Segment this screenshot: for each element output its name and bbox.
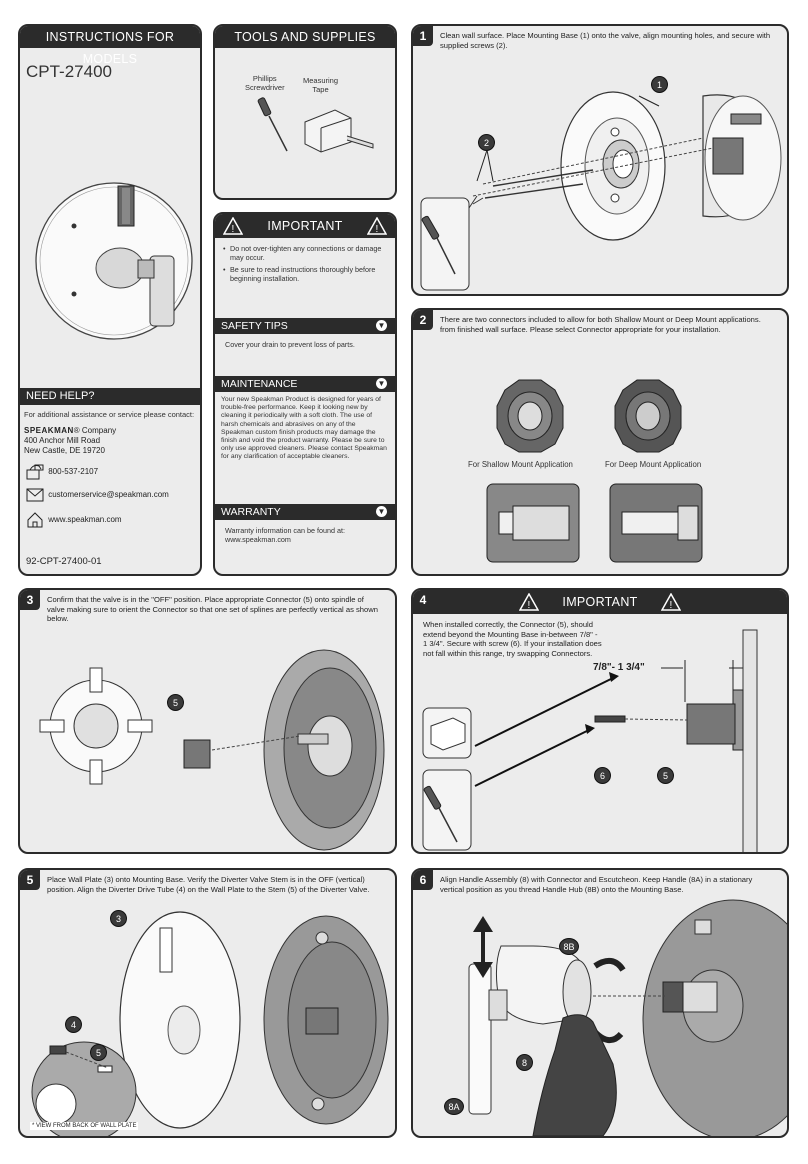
- important-panel: ! IMPORTANT ! Do not over-tighten any co…: [213, 212, 397, 576]
- dimension-label: 7/8"- 1 3/4": [593, 662, 645, 673]
- email-row: customerservice@speakman.com: [26, 488, 169, 502]
- callout-8: 8: [516, 1054, 533, 1071]
- deep-label: For Deep Mount Application: [605, 460, 702, 469]
- need-help-header: NEED HELP?: [20, 388, 200, 405]
- warning-icon: !: [223, 217, 243, 235]
- address-line2: New Castle, DE 19720: [24, 446, 105, 455]
- phone-row: 800-537-2107: [26, 464, 98, 480]
- shallow-section-illustration: [486, 483, 580, 563]
- safety-text: Cover your drain to prevent loss of part…: [225, 340, 355, 349]
- step-number: 4: [419, 593, 427, 607]
- instructions-header: INSTRUCTIONS FOR MODELS: [20, 26, 200, 66]
- screwdriver-icon: [257, 97, 288, 152]
- warning-icon: !: [661, 593, 681, 611]
- warning-icon: !: [367, 217, 387, 235]
- shallow-label: For Shallow Mount Application: [468, 460, 573, 469]
- chevron-down-icon: ▼: [376, 378, 387, 389]
- svg-text:!: !: [527, 600, 530, 611]
- step-text: Confirm that the valve is in the "OFF" p…: [47, 595, 378, 624]
- step-text: When installed correctly, the Connector …: [423, 620, 602, 658]
- step1-panel: 1 Clean wall surface. Place Mounting Bas…: [411, 24, 789, 296]
- step1-illustration: [420, 91, 782, 291]
- deep-connector-illustration: [614, 379, 682, 453]
- step2-panel: 2 There are two connectors included to a…: [411, 308, 789, 576]
- step6-panel: 6 Align Handle Assembly (8) with Connect…: [411, 868, 789, 1138]
- callout-8a: 8A: [444, 1098, 464, 1115]
- callout-3: 3: [110, 910, 127, 927]
- important-header: ! IMPORTANT !: [215, 214, 395, 238]
- home-icon: [27, 512, 43, 528]
- step6-illustration: [468, 899, 787, 1136]
- shallow-connector-illustration: [496, 379, 564, 453]
- doc-number: 92-CPT-27400-01: [26, 556, 102, 567]
- company-block: SPEAKMAN® Company 400 Anchor Mill Road N…: [24, 426, 116, 456]
- website-url[interactable]: www.speakman.com: [48, 515, 122, 525]
- deep-section-illustration: [609, 483, 703, 563]
- step-number: 6: [413, 870, 433, 890]
- step-text: Clean wall surface. Place Mounting Base …: [440, 31, 771, 50]
- step4-header: ! IMPORTANT !: [413, 590, 787, 614]
- tools-header: TOOLS AND SUPPLIES: [215, 26, 395, 48]
- svg-text:!: !: [231, 224, 234, 235]
- step5-panel: 5 Place Wall Plate (3) onto Mounting Bas…: [18, 868, 397, 1138]
- callout-6: 6: [594, 767, 611, 784]
- phone-icon: [26, 464, 44, 480]
- svg-text:!: !: [375, 224, 378, 235]
- help-text: For additional assistance or service ple…: [24, 410, 195, 419]
- step-text: Align Handle Assembly (8) with Connector…: [440, 875, 753, 894]
- measuring-tape-icon: [304, 109, 374, 153]
- chevron-down-icon: ▼: [376, 506, 387, 517]
- warranty-text: Warranty information can be found at: ww…: [225, 526, 345, 544]
- callout-4: 4: [65, 1016, 82, 1033]
- email-address[interactable]: customerservice@speakman.com: [48, 490, 169, 500]
- phone-number[interactable]: 800-537-2107: [48, 467, 99, 477]
- list-item: Do not over-tighten any connections or d…: [223, 244, 387, 262]
- callout-1: 1: [651, 76, 668, 93]
- footnote: * VIEW FROM BACK OF WALL PLATE: [30, 1122, 139, 1130]
- model-number: CPT-27400: [26, 62, 112, 81]
- instructions-panel: INSTRUCTIONS FOR MODELS CPT-27400 NEED H…: [18, 24, 202, 576]
- callout-2: 2: [478, 134, 495, 151]
- step3-illustration: [39, 649, 385, 851]
- chevron-down-icon: ▼: [376, 320, 387, 331]
- step-number: 5: [20, 870, 40, 890]
- step3-panel: 3 Confirm that the valve is in the "OFF"…: [18, 588, 397, 854]
- callout-5: 5: [167, 694, 184, 711]
- step4-panel: ! IMPORTANT ! 4 When installed correctly…: [411, 588, 789, 854]
- warning-icon: !: [519, 593, 539, 611]
- step-number: 2: [413, 310, 433, 330]
- trim-illustration: [35, 182, 193, 340]
- company-brand: SPEAKMAN: [24, 426, 74, 435]
- step-text: There are two connectors included to all…: [440, 315, 761, 334]
- step5-illustration: [31, 911, 389, 1136]
- step-number: 3: [20, 590, 40, 610]
- maintenance-header[interactable]: MAINTENANCE▼: [215, 376, 395, 392]
- safety-header[interactable]: SAFETY TIPS▼: [215, 318, 395, 334]
- step-text: Place Wall Plate (3) onto Mounting Base.…: [47, 875, 370, 894]
- callout-5: 5: [90, 1044, 107, 1061]
- svg-text:!: !: [669, 600, 672, 611]
- important-list: Do not over-tighten any connections or d…: [223, 244, 387, 286]
- address-line1: 400 Anchor Mill Road: [24, 436, 101, 445]
- step4-illustration: [422, 629, 758, 852]
- envelope-icon: [26, 488, 44, 502]
- callout-5: 5: [657, 767, 674, 784]
- company-suffix: ® Company: [73, 426, 117, 435]
- callout-8b: 8B: [559, 938, 579, 955]
- warranty-header[interactable]: WARRANTY▼: [215, 504, 395, 520]
- list-item: Be sure to read instructions thoroughly …: [223, 265, 387, 283]
- website-row: www.speakman.com: [26, 512, 122, 528]
- step-number: 1: [413, 26, 433, 46]
- maintenance-text: Your new Speakman Product is designed fo…: [221, 396, 387, 461]
